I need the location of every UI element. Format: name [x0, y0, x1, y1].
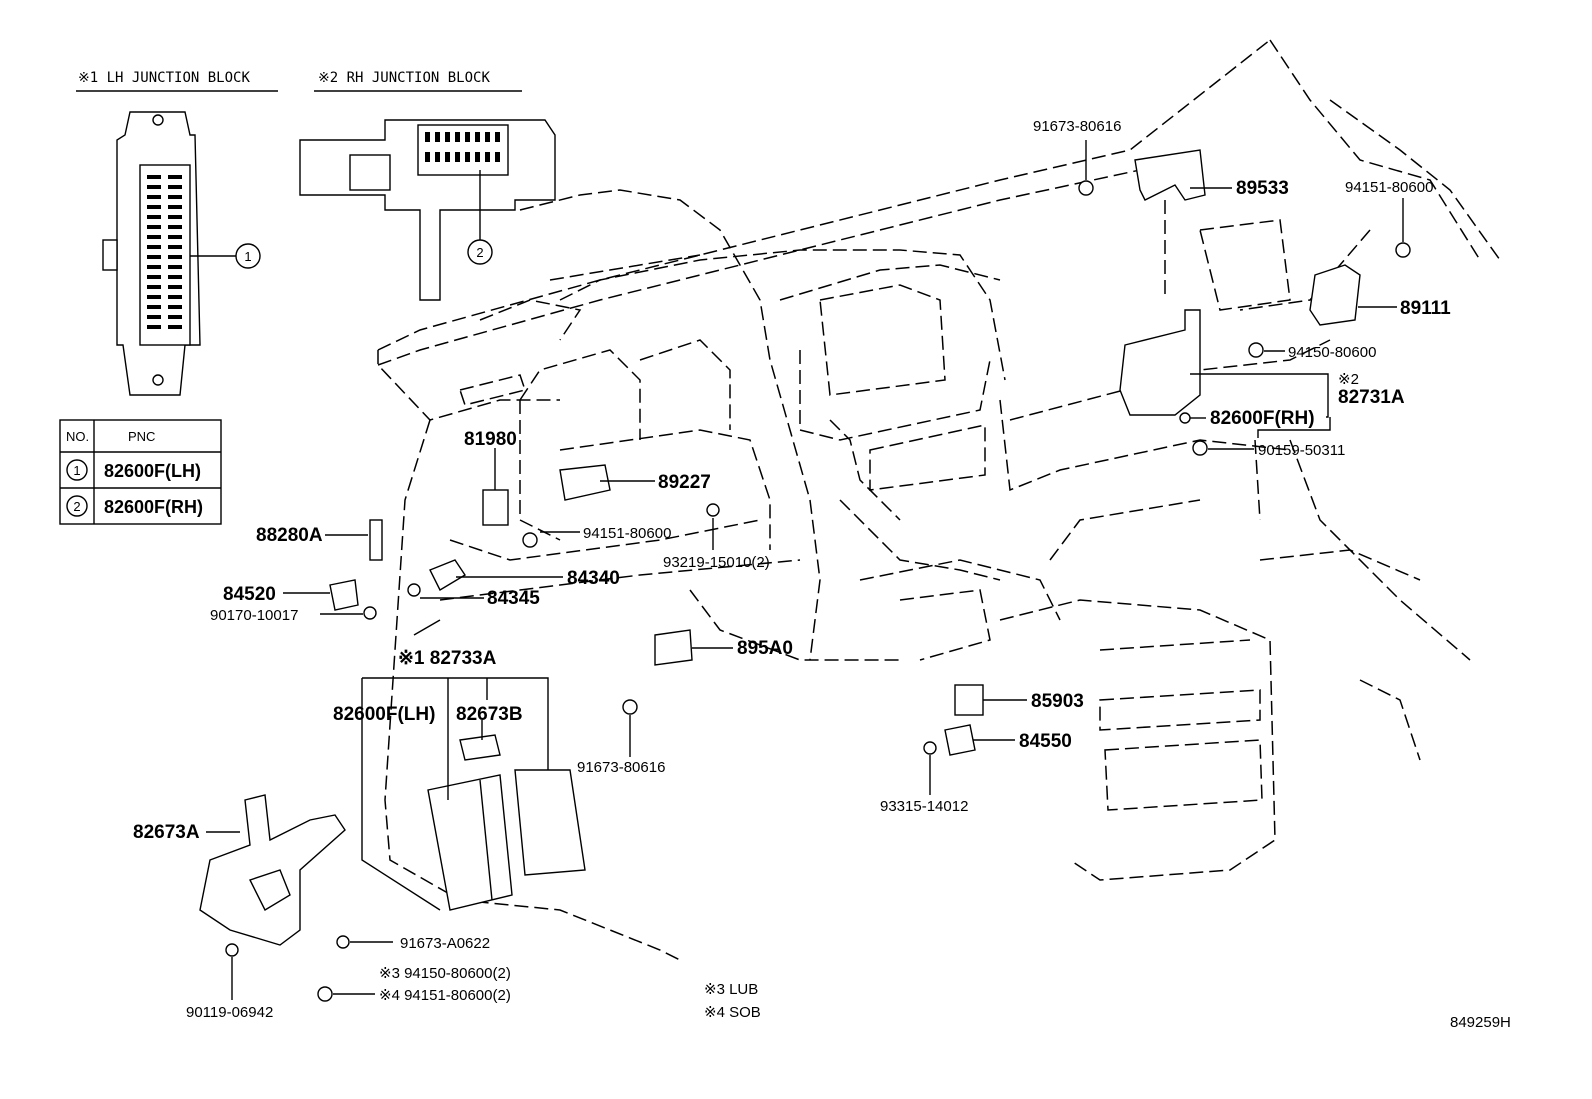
diagram-code: 849259H [1450, 1014, 1511, 1031]
table-row-1-no: 1 [73, 463, 80, 478]
callout-1-text: 1 [244, 249, 251, 264]
rh-junction-block-header: ※2 RH JUNCTION BLOCK [318, 70, 490, 86]
bolt-icon [1078, 180, 1094, 196]
notes: ※3 LUB ※4 SOB 849259H [704, 981, 1511, 1031]
label-89111: 89111 [1400, 298, 1451, 319]
leader-lines [206, 140, 1404, 1000]
bolt-icon [706, 503, 720, 517]
callout-2-text: 2 [476, 245, 483, 260]
label-82673a: 82673A [133, 822, 200, 843]
bolt-icon [923, 741, 937, 755]
table-header-no: NO. [66, 429, 89, 444]
nut-icon [1248, 342, 1264, 358]
part-82733a-shape [514, 769, 586, 876]
fasteners [225, 180, 1411, 1002]
label-94151-80600-top: 94151-80600 [1345, 179, 1433, 196]
part-82673b-shape [459, 734, 501, 761]
note-lub: ※3 LUB [704, 981, 758, 998]
label-93315-14012: 93315-14012 [880, 798, 968, 815]
part-89111-shape [1309, 264, 1361, 326]
nut-icon [522, 532, 538, 548]
part-labels: 91673-80616 89533 94151-80600 89111 9415… [133, 118, 1451, 1021]
table-row-1-pnc: 82600F(LH) [104, 461, 201, 481]
bolt-icon [225, 943, 239, 957]
part-82731a-shape [1119, 309, 1201, 416]
nut-icon [1395, 242, 1411, 258]
part-88280a-shape [369, 519, 383, 561]
label-94151-80600-mid: 94151-80600 [583, 525, 671, 542]
part-84520-shape [329, 579, 359, 611]
label-91673-80616-top: 91673-80616 [1033, 118, 1121, 135]
rh-block-slots [425, 132, 500, 162]
note-sob: ※4 SOB [704, 1004, 761, 1021]
label-91673-a0622: 91673-A0622 [400, 935, 490, 952]
label-84520: 84520 [223, 584, 276, 605]
part-84550-shape [944, 724, 976, 756]
label-82600f-rh: 82600F(RH) [1210, 408, 1315, 429]
bolt-icon [1179, 412, 1191, 424]
label-84340: 84340 [567, 568, 620, 589]
part-89227-shape [559, 464, 611, 501]
nut-icon [317, 986, 333, 1002]
label-84550: 84550 [1019, 731, 1072, 752]
label-82733a: ※1 82733A [398, 648, 497, 669]
pnc-table: NO. PNC 1 82600F(LH) 2 82600F(RH) [59, 419, 222, 525]
label-90119-06942: 90119-06942 [186, 1004, 273, 1021]
table-header-pnc: PNC [128, 429, 155, 444]
label-82673b: 82673B [456, 704, 523, 725]
label-94150-80600: 94150-80600 [1288, 344, 1376, 361]
label-895a0: 895A0 [737, 638, 793, 659]
label-94151-80600-2: ※4 94151-80600(2) [379, 987, 511, 1004]
label-89533: 89533 [1236, 178, 1289, 199]
lh-junction-block-header: ※1 LH JUNCTION BLOCK [78, 70, 250, 86]
label-82731a: 82731A [1338, 387, 1405, 408]
label-82600f-lh: 82600F(LH) [333, 704, 435, 725]
label-94150-80600-2: ※3 94150-80600(2) [379, 965, 511, 982]
label-85903: 85903 [1031, 691, 1084, 712]
callout-1-circle [235, 243, 261, 269]
label-93219-15010: 93219-15010(2) [663, 554, 770, 571]
part-81980-shape [482, 489, 509, 526]
bolt-icon [336, 935, 350, 949]
lh-block-slots [147, 175, 182, 329]
label-84345: 84345 [487, 588, 540, 609]
lh-junction-block-legend: ※1 LH JUNCTION BLOCK 1 [76, 70, 278, 396]
dashboard-outline [377, 39, 1501, 961]
label-90159-50311: 90159-50311 [1258, 442, 1345, 459]
label-82731a-note: ※2 [1338, 371, 1359, 388]
table-row-2-no: 2 [73, 499, 80, 514]
label-89227: 89227 [658, 472, 711, 493]
part-895a0-shape [654, 629, 693, 666]
callout-2-circle [467, 239, 493, 265]
rh-junction-block-legend: ※2 RH JUNCTION BLOCK 2 [299, 70, 556, 301]
part-89533-shape [1134, 149, 1206, 201]
part-85903-shape [954, 684, 984, 716]
bolt-icon [1192, 440, 1208, 456]
bolt-icon [622, 699, 638, 715]
part-84340-shape [429, 559, 466, 591]
part-82600f-lh-shape [427, 774, 513, 911]
label-88280a: 88280A [256, 525, 323, 546]
label-91673-80616-bot: 91673-80616 [577, 759, 665, 776]
nut-icon [363, 606, 377, 620]
label-90170-10017: 90170-10017 [210, 607, 298, 624]
table-row-2-pnc: 82600F(RH) [104, 497, 203, 517]
nut-icon [407, 583, 421, 597]
label-81980: 81980 [464, 429, 517, 450]
part-82673a-shape [199, 794, 346, 946]
